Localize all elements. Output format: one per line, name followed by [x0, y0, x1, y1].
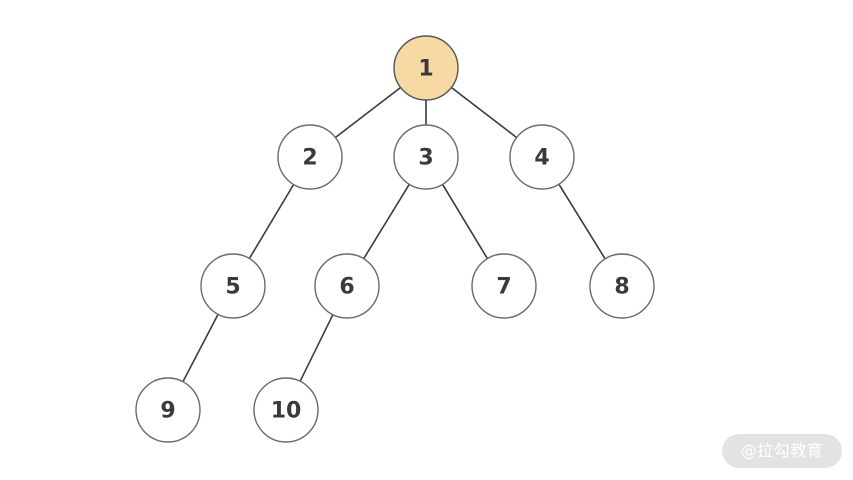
- tree-node-10: 10: [253, 377, 319, 443]
- node-label-10: 10: [271, 399, 302, 424]
- edge-1-2: [334, 86, 402, 139]
- tree-node-8: 8: [589, 253, 655, 319]
- edge-5-9: [182, 313, 219, 383]
- node-label-4: 4: [534, 146, 549, 171]
- tree-node-4: 4: [509, 124, 575, 190]
- tree-node-5: 5: [200, 253, 266, 319]
- edge-1-4: [450, 86, 518, 139]
- node-label-1: 1: [418, 57, 433, 82]
- tree-node-6: 6: [314, 253, 380, 319]
- node-circle-9: [135, 377, 201, 443]
- node-label-8: 8: [614, 275, 629, 300]
- edge-6-10: [299, 313, 334, 383]
- node-circle-2: [277, 124, 343, 190]
- node-circle-1: [393, 35, 459, 101]
- node-label-3: 3: [418, 146, 433, 171]
- edges-layer: [182, 86, 606, 383]
- node-circle-3: [393, 124, 459, 190]
- node-circle-7: [471, 253, 537, 319]
- node-circle-6: [314, 253, 380, 319]
- node-label-6: 6: [339, 275, 354, 300]
- node-label-9: 9: [160, 399, 175, 424]
- edge-3-7: [441, 183, 489, 260]
- node-circle-10: [253, 377, 319, 443]
- tree-node-1: 1: [393, 35, 459, 101]
- nodes-layer: 1 2 3 4 5 6 7 8 9 10: [135, 35, 655, 443]
- tree-node-2: 2: [277, 124, 343, 190]
- node-circle-5: [200, 253, 266, 319]
- node-label-5: 5: [225, 275, 240, 300]
- tree-node-9: 9: [135, 377, 201, 443]
- node-circle-4: [509, 124, 575, 190]
- edge-2-5: [248, 183, 295, 260]
- watermark-badge: @拉勾教育: [722, 434, 842, 468]
- node-label-7: 7: [496, 275, 511, 300]
- watermark-text: @拉勾教育: [740, 441, 824, 460]
- node-label-2: 2: [302, 146, 317, 171]
- edge-4-8: [558, 183, 606, 260]
- tree-node-7: 7: [471, 253, 537, 319]
- tree-node-3: 3: [393, 124, 459, 190]
- edge-3-6: [362, 183, 411, 260]
- node-circle-8: [589, 253, 655, 319]
